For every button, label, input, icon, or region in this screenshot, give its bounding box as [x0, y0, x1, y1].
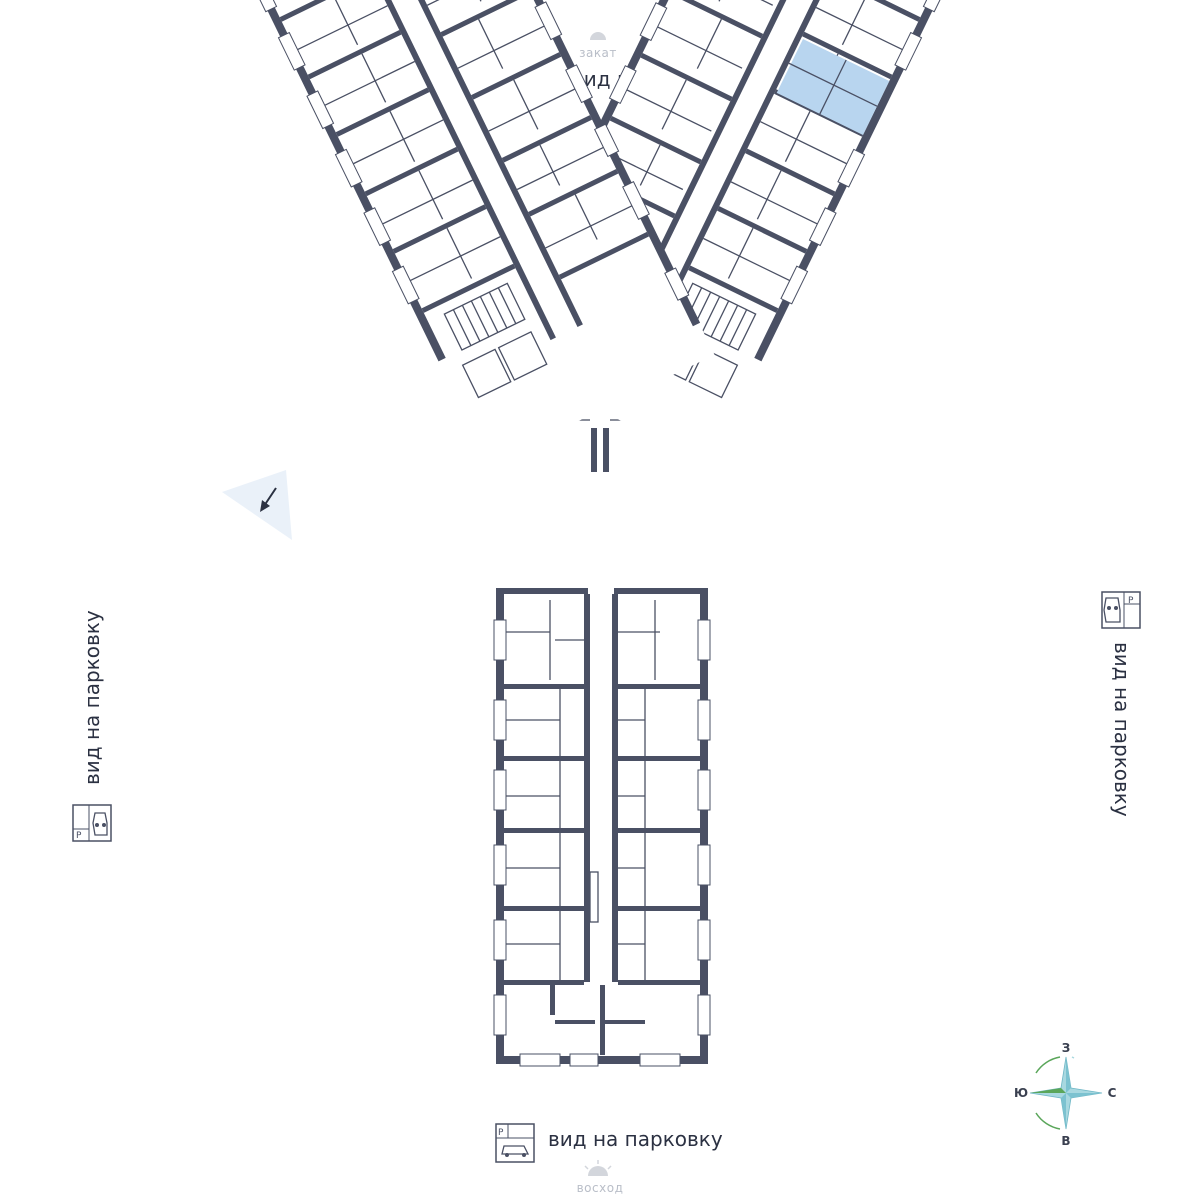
view-direction-marker [222, 470, 292, 540]
parking-icon: P [1101, 591, 1141, 629]
compass-west: Ю [1014, 1086, 1028, 1100]
svg-text:P: P [498, 1128, 504, 1138]
svg-text:P: P [76, 831, 82, 841]
svg-text:P: P [1128, 596, 1134, 606]
wing-south [493, 588, 711, 1067]
sunrise-icon [588, 1166, 608, 1176]
arrow-down-left-icon [260, 500, 270, 512]
compass-rose: З В Ю С [1014, 1041, 1117, 1148]
building [241, 0, 959, 1067]
compass-north: З [1062, 1041, 1071, 1055]
parking-icon: P [495, 1123, 535, 1163]
parking-icon: P [72, 804, 112, 842]
sunset-icon [590, 32, 606, 40]
view-right-label: вид на парковку [1110, 642, 1134, 817]
sunset-label: закат [579, 46, 617, 60]
wing-northeast [241, 0, 715, 465]
view-right: P вид на парковку [1101, 591, 1141, 817]
view-left: вид на парковку P [72, 610, 112, 842]
compass-south: В [1061, 1134, 1070, 1148]
view-bottom: P вид на парковку [495, 1123, 723, 1163]
sunrise-label: восход [577, 1181, 624, 1195]
view-left-label: вид на парковку [80, 610, 104, 785]
sunset-marker: закат [579, 32, 617, 60]
view-bottom-label: вид на парковку [548, 1127, 723, 1151]
highlighted-apartment[interactable] [776, 38, 890, 135]
compass-east: С [1108, 1086, 1117, 1100]
sunrise-marker: восход [577, 1160, 624, 1195]
